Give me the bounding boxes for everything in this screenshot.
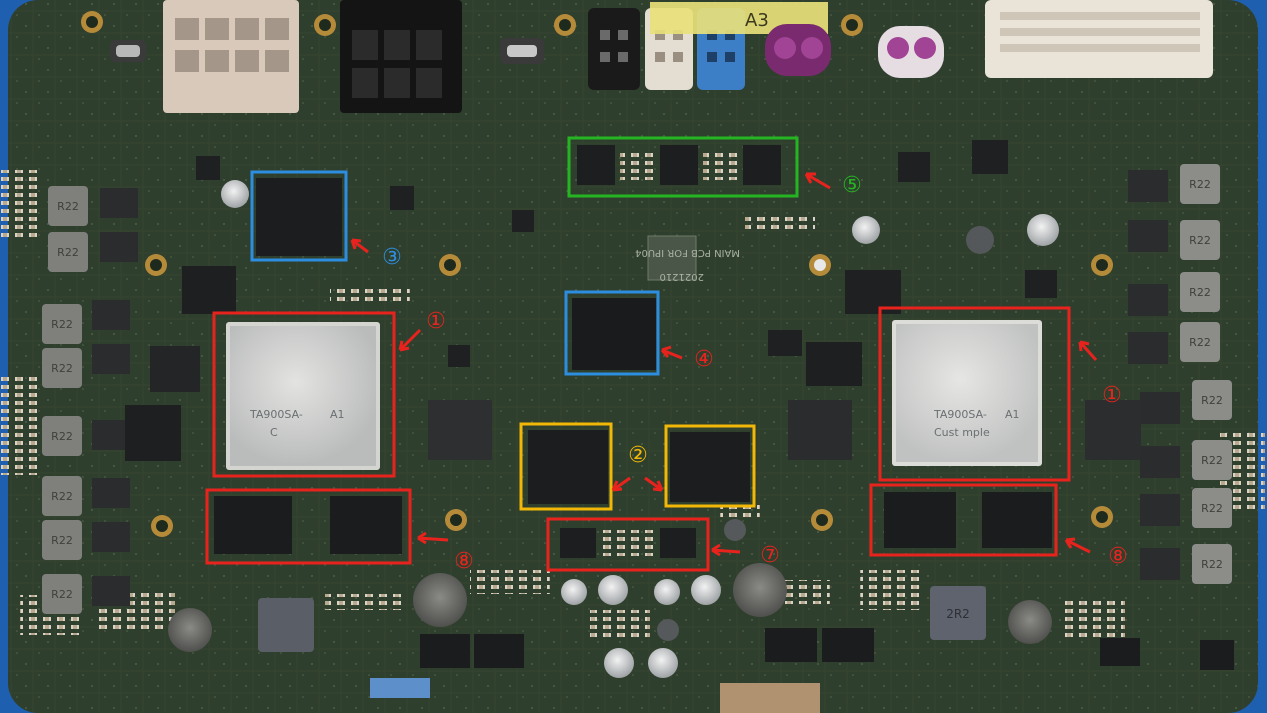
box-5 bbox=[567, 136, 799, 198]
inductor-label: R22 bbox=[1201, 558, 1223, 571]
chip-2-right bbox=[670, 432, 750, 502]
memory-chips-green bbox=[577, 145, 781, 185]
box-8-right bbox=[869, 483, 1058, 557]
annotation-markers: ⑤ ③ ④ ① ① ② ⑧ ⑧ ⑦ bbox=[382, 173, 1128, 574]
capacitors: 2R2 bbox=[168, 180, 1234, 713]
inductor-label: R22 bbox=[51, 490, 73, 503]
soc-left: TA900SA- A1 C bbox=[226, 322, 380, 470]
box-3 bbox=[250, 170, 348, 262]
inductor-label: R22 bbox=[51, 430, 73, 443]
annotation-boxes bbox=[205, 136, 1071, 572]
inductor-label: R22 bbox=[1201, 502, 1223, 515]
marker-5: ⑤ bbox=[842, 173, 862, 198]
inductor-label: R22 bbox=[51, 362, 73, 375]
chip-2-left bbox=[528, 430, 608, 504]
inductor-column-left bbox=[42, 186, 88, 614]
soc-right-line1: TA900SA- bbox=[933, 408, 987, 421]
box-4 bbox=[564, 290, 660, 376]
misc-ics bbox=[125, 140, 1141, 461]
mounting-holes bbox=[81, 11, 1113, 537]
dram-right bbox=[884, 492, 1052, 548]
dram-left bbox=[214, 496, 402, 554]
inductor-labels: R22 R22 R22 R22 R22 R22 R22 R22 R22 R22 … bbox=[51, 178, 1223, 601]
inductor-label: R22 bbox=[1201, 454, 1223, 467]
soc-left-line3: C bbox=[270, 426, 278, 439]
box-8-left bbox=[205, 488, 412, 565]
inductor-label: R22 bbox=[51, 534, 73, 547]
inductor-column-right bbox=[1180, 164, 1232, 584]
big-inductor-label: 2R2 bbox=[946, 607, 970, 621]
chip-3 bbox=[256, 178, 342, 256]
marker-1-left: ① bbox=[426, 309, 446, 334]
soc-right-line3: Cust mple bbox=[934, 426, 990, 439]
box-1-left bbox=[212, 311, 396, 478]
annotation-arrows bbox=[350, 172, 1098, 557]
corner-label: A3 bbox=[745, 10, 769, 31]
marker-8-left: ⑧ bbox=[454, 549, 474, 574]
box-2-left bbox=[519, 422, 613, 511]
power-stages bbox=[92, 170, 1180, 606]
inductor-label: R22 bbox=[1189, 336, 1211, 349]
marker-8-right: ⑧ bbox=[1108, 544, 1128, 569]
inductor-label: R22 bbox=[1189, 234, 1211, 247]
inductor-label: R22 bbox=[51, 318, 73, 331]
marker-2: ② bbox=[628, 443, 648, 468]
inductor-label: R22 bbox=[57, 200, 79, 213]
silkscreen-line-1: MAIN PCB FOR IPU04 bbox=[635, 247, 740, 258]
marker-3: ③ bbox=[382, 245, 402, 270]
marker-4: ④ bbox=[694, 347, 714, 372]
marker-1-right: ① bbox=[1102, 383, 1122, 408]
inductor-label: R22 bbox=[1189, 286, 1211, 299]
box-2-right bbox=[664, 424, 756, 508]
inductor-label: R22 bbox=[57, 246, 79, 259]
soc-left-line1: TA900SA- bbox=[249, 408, 303, 421]
top-connectors: A3 bbox=[110, 0, 1213, 113]
chip-7-group bbox=[560, 528, 696, 558]
chip-4 bbox=[572, 298, 656, 370]
inductor-label: R22 bbox=[1201, 394, 1223, 407]
inductor-label: R22 bbox=[51, 588, 73, 601]
soc-left-line2: A1 bbox=[330, 408, 345, 421]
box-7 bbox=[546, 517, 710, 572]
marker-7: ⑦ bbox=[760, 543, 780, 568]
soc-right-line2: A1 bbox=[1005, 408, 1020, 421]
inductor-label: R22 bbox=[1189, 178, 1211, 191]
silkscreen-line-2: 2021210 bbox=[659, 271, 704, 282]
box-1-right bbox=[878, 306, 1071, 482]
soc-right: TA900SA- A1 Cust mple bbox=[892, 320, 1042, 466]
board-silkscreen: MAIN PCB FOR IPU04 2021210 bbox=[635, 247, 740, 282]
